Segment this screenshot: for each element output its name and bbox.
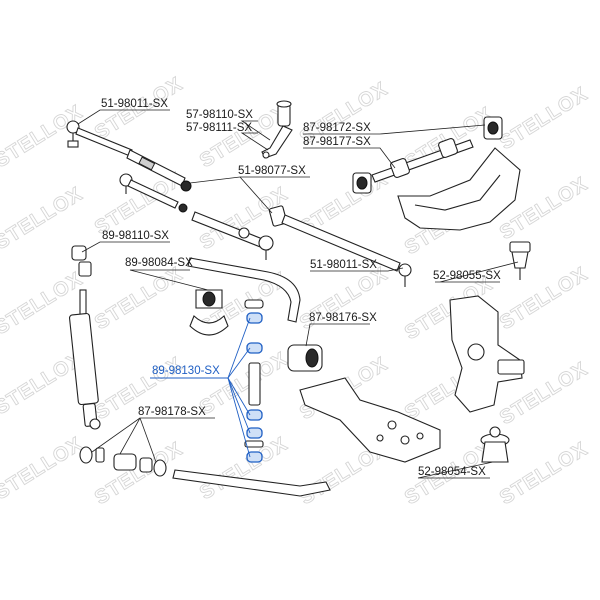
label-89-98084-sx[interactable]: 89-98084-SX (125, 257, 193, 269)
label-51-98011-sx-right[interactable]: 51-98011-SX (310, 259, 377, 271)
shock-absorber (68, 289, 101, 430)
watermark: STELLOX (0, 183, 87, 254)
watermark: STELLOX (91, 263, 187, 334)
label-51-98077-sx[interactable]: 51-98077-SX (238, 165, 306, 177)
label-52-98054-sx[interactable]: 52-98054-SX (418, 466, 486, 478)
stabilizer-bushing-bracket (189, 289, 229, 336)
stabilizer-bushing-small (71, 245, 92, 277)
label-87-98172-sx[interactable]: 87-98172-SX (303, 122, 371, 134)
label-52-98055-sx[interactable]: 52-98055-SX (433, 270, 501, 282)
upper-control-arm (397, 147, 521, 231)
lower-ball-joint (480, 426, 510, 463)
lower-arm-bushing (287, 344, 323, 372)
center-link (191, 211, 274, 260)
stabilizer-bar (187, 257, 301, 323)
label-87-98177-sx[interactable]: 87-98177-SX (303, 136, 371, 148)
watermark: STELLOX (496, 83, 592, 154)
label-51-98011-sx-left[interactable]: 51-98011-SX (101, 98, 168, 110)
label-57-98111-sx[interactable]: 57-98111-SX (186, 122, 252, 134)
tie-rod-sleeve (126, 149, 192, 192)
watermark: STELLOX (496, 438, 592, 509)
label-89-98110-sx[interactable]: 89-98110-SX (102, 230, 169, 242)
watermark: STELLOX (0, 101, 87, 172)
watermark: STELLOX (0, 433, 87, 504)
strut-rod-bushing (79, 446, 167, 477)
watermark: STELLOX (196, 348, 292, 419)
tie-rod-right (268, 205, 412, 287)
label-87-98178-sx[interactable]: 87-98178-SX (138, 406, 206, 418)
upper-arm-bushing (483, 116, 503, 140)
part-labels: 51-98011-SX 57-98110-SX 57-98111-SX 87-9… (101, 98, 501, 478)
leader-lines-highlight (150, 317, 251, 458)
steering-knuckle (449, 295, 525, 413)
stabilizer-link-kit (244, 299, 264, 463)
watermark: STELLOX (196, 433, 292, 504)
label-87-98176-sx[interactable]: 87-98176-SX (309, 312, 377, 324)
label-89-98130-sx[interactable]: 89-98130-SX (152, 365, 220, 377)
idler-arm (261, 100, 293, 159)
watermark: STELLOX (496, 263, 592, 334)
upper-arm-shaft (352, 138, 474, 194)
tie-rod-end-left (66, 120, 133, 157)
watermark: STELLOX (91, 438, 187, 509)
strut-rod (172, 469, 331, 497)
label-57-98110-sx[interactable]: 57-98110-SX (186, 109, 253, 121)
leader-lines (77, 109, 519, 479)
inner-tie-rod-left (119, 173, 188, 213)
lower-control-arm (299, 377, 441, 463)
upper-ball-joint (509, 241, 531, 280)
